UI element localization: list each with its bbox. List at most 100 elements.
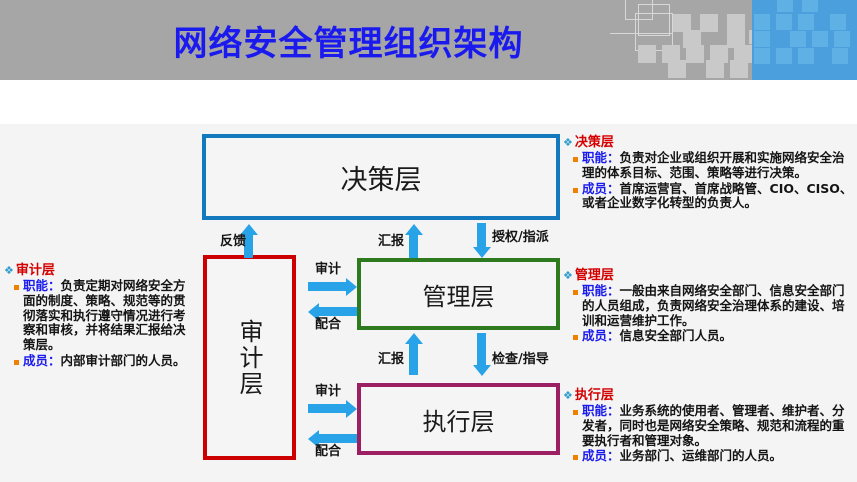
arrow-label-audit-exec: 审计 — [315, 384, 342, 399]
header-square-b2 — [802, 0, 818, 12]
audit-info-heading: ❖审计层 — [4, 263, 55, 278]
decision-layer-box[interactable]: 决策层 — [202, 134, 560, 220]
management-function-key: 职能： — [582, 283, 620, 298]
header-square-g3 — [727, 14, 745, 32]
arrow-feedback-head — [240, 224, 258, 235]
audit-members-key: 成员： — [23, 352, 61, 368]
list-item: 职能：负责定期对网络安全方面的制度、策略、规范等的贯彻落实和执行遵守情况进行考察… — [14, 278, 190, 353]
header-deco-line — [610, 33, 672, 34]
management-function-value: 一般由来自网络安全部门、信息安全部门的人员组成，负责网络安全治理体系的建设、培训… — [582, 283, 845, 328]
square-bullet-icon — [14, 285, 19, 290]
square-bullet-icon — [573, 455, 578, 461]
header-square-g1 — [673, 14, 691, 32]
arrow-audit-exec-head — [346, 400, 357, 418]
header-square-b7 — [754, 31, 770, 47]
list-item: 成员：业务部门、运维部门的人员。 — [573, 448, 855, 464]
audit-members-value: 内部审计部门的人员。 — [60, 352, 186, 368]
arrow-authorize-head — [473, 247, 491, 258]
arrow-label-audit-mgmt: 审计 — [315, 262, 342, 277]
arrow-audit-exec-shaft — [308, 404, 346, 413]
decision-info-heading: ❖决策层 — [563, 135, 614, 150]
arrow-audit-mgmt-shaft — [308, 282, 346, 291]
management-members-value: 信息安全部门人员。 — [619, 328, 733, 344]
arrow-label-report-top: 汇报 — [378, 234, 405, 249]
header-square-b9 — [812, 31, 828, 47]
header-square-b11 — [754, 48, 770, 64]
arrow-label-report-bottom: 汇报 — [378, 352, 405, 367]
header-square-g14 — [706, 60, 724, 78]
list-item: 职能：负责对企业或组织开展和实施网络安全治理的体系目标、范围、策略等进行决策。 — [573, 150, 855, 181]
header-square-g8 — [638, 45, 656, 63]
arrow-report-bottom-head — [405, 333, 423, 344]
header-square-g12 — [734, 45, 752, 63]
arrow-cooperate-mgmt-head — [308, 303, 319, 321]
header-square-b8 — [790, 31, 806, 47]
header-accent-panel — [752, 0, 857, 80]
arrow-cooperate-mgmt-shaft — [319, 307, 357, 316]
square-bullet-icon — [14, 359, 19, 365]
header-square-b14 — [832, 48, 848, 64]
decision-members-key: 成员： — [582, 180, 620, 196]
arrow-authorize-shaft — [477, 223, 486, 247]
square-bullet-icon — [573, 187, 578, 193]
arrow-label-inspect: 检查/指导 — [492, 352, 549, 367]
header-square-g2 — [700, 14, 718, 32]
audit-layer-box[interactable]: 审计层 — [203, 255, 296, 460]
execution-function-value: 业务系统的使用者、管理者、维护者、分发者，同时也是网络安全策略、规范和流程的重要… — [582, 403, 845, 448]
execution-info-heading: ❖执行层 — [563, 388, 614, 403]
header-banner: 网络安全管理组织架构 — [0, 0, 857, 80]
header-square-g11 — [710, 45, 728, 63]
list-item: 职能：业务系统的使用者、管理者、维护者、分发者，同时也是网络安全策略、规范和流程… — [573, 403, 855, 448]
audit-layer-info: ❖审计层 职能：负责定期对网络安全方面的制度、策略、规范等的贯彻落实和执行遵守情… — [4, 259, 190, 370]
header-square-g15 — [730, 60, 748, 78]
diamond-bullet-icon: ❖ — [4, 264, 14, 277]
header-square-g5 — [683, 30, 701, 48]
header-square-b1 — [777, 0, 793, 12]
arrow-inspect-shaft — [477, 333, 486, 365]
header-square-b12 — [776, 48, 792, 64]
execution-function-key: 职能： — [582, 403, 620, 418]
list-item: 成员：信息安全部门人员。 — [573, 328, 855, 344]
header-square-g6 — [727, 30, 745, 48]
list-item: 成员：内部审计部门的人员。 — [14, 352, 190, 369]
execution-layer-box[interactable]: 执行层 — [357, 383, 560, 455]
arrow-report-top-head — [405, 224, 423, 235]
arrow-report-top-shaft — [409, 234, 418, 258]
diamond-bullet-icon: ❖ — [563, 269, 573, 282]
arrow-label-authorize: 授权/指派 — [492, 230, 549, 245]
arrow-label-feedback: 反馈 — [220, 234, 247, 249]
header-square-g9 — [662, 45, 680, 63]
arrow-cooperate-exec-head — [308, 430, 319, 448]
list-item: 职能：一般由来自网络安全部门、信息安全部门的人员组成，负责网络安全治理体系的建设… — [573, 283, 855, 328]
decision-function-key: 职能： — [582, 150, 620, 165]
header-outline-square-1 — [625, 0, 653, 20]
arrow-label-cooperate-mgmt: 配合 — [315, 317, 342, 332]
decision-members-value: 首席运营官、首席战略管、CIO、CISO、或者企业数字化转型的负责人。 — [582, 180, 853, 211]
header-outline-square-2 — [638, 4, 670, 36]
header-square-b6 — [830, 14, 846, 30]
decision-function-value: 负责对企业或组织开展和实施网络安全治理的体系目标、范围、策略等进行决策。 — [582, 150, 845, 180]
management-layer-info: ❖管理层 职能：一般由来自网络安全部门、信息安全部门的人员组成，负责网络安全治理… — [563, 264, 855, 345]
header-square-b10 — [834, 31, 850, 47]
arrow-audit-mgmt-head — [346, 278, 357, 296]
management-info-heading: ❖管理层 — [563, 268, 614, 283]
header-square-g13 — [668, 60, 686, 78]
header-square-g10 — [686, 45, 704, 63]
arrow-cooperate-exec-shaft — [319, 434, 357, 443]
square-bullet-icon — [573, 157, 578, 162]
square-bullet-icon — [573, 290, 578, 295]
execution-members-value: 业务部门、运维部门的人员。 — [619, 448, 783, 464]
management-layer-box[interactable]: 管理层 — [357, 258, 560, 330]
arrow-report-bottom-shaft — [409, 343, 418, 375]
diamond-bullet-icon: ❖ — [563, 136, 573, 149]
diamond-bullet-icon: ❖ — [563, 389, 573, 402]
audit-function-value: 负责定期对网络安全方面的制度、策略、规范等的贯彻落实和执行遵守情况进行考察和审核… — [23, 278, 186, 352]
list-item: 成员：首席运营官、首席战略管、CIO、CISO、或者企业数字化转型的负责人。 — [573, 180, 855, 212]
header-square-b3 — [754, 14, 770, 30]
header-square-b4 — [776, 14, 792, 30]
header-square-b5 — [798, 14, 814, 30]
audit-function-key: 职能： — [23, 278, 61, 293]
decision-layer-info: ❖决策层 职能：负责对企业或组织开展和实施网络安全治理的体系目标、范围、策略等进… — [563, 131, 855, 212]
header-square-b13 — [798, 48, 814, 64]
arrow-feedback-shaft — [244, 234, 253, 258]
